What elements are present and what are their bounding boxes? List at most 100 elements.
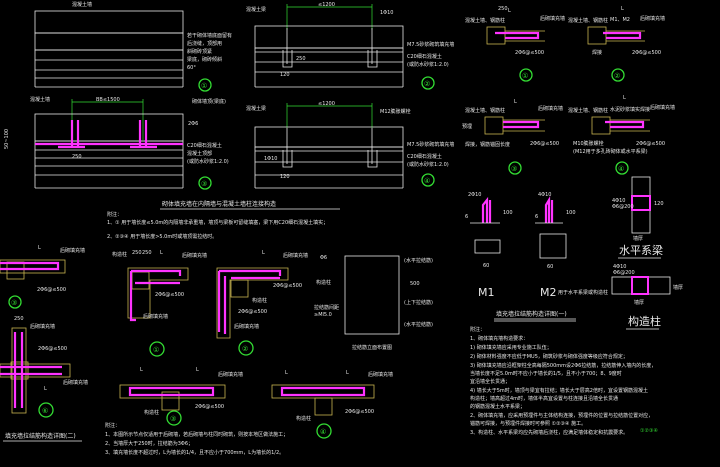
beam-label: 混凝土梁 [246,105,266,112]
dimension-label: 墙厚 [634,299,644,306]
dimension-label: 250 [142,250,152,256]
detail-number-circle [611,68,625,82]
column-label: 构造柱 [316,279,331,286]
plate-plan [474,239,501,254]
note-line: ≥Ml5.0 [314,312,332,318]
detail-number-circle [238,340,254,356]
rebar-label: 2Φ6@≤500 [530,141,559,147]
detail-number: ⑥ [42,407,48,415]
tie-bars [603,31,642,40]
wall-outline [0,363,71,378]
detail-number: ④ [320,428,326,436]
note-line: 60° [187,65,196,71]
wall-label: 后砌填充墙 [368,371,393,378]
dimension-label: 100 [566,210,576,216]
dimension-label: L [623,95,626,101]
tie-bars [217,269,282,334]
plate-label: M1、M2 [610,17,630,23]
note-line: 3、构造柱、水平系梁均应先砌墙后浇柱，应满足墙体稳定和抗震要求。 [470,429,628,436]
dimension-label: 60 [547,264,553,270]
tie-bars [503,120,540,129]
rebar-label: 2Φ6@≤500 [37,287,66,293]
tie-bars [129,269,182,322]
dimension-label: 250 [296,56,306,62]
right-detail-4: L 混凝土墙、钢筋柱 水泥砂浆填实焊接 后砌填充墙 M10膨胀螺栓 (M12用于… [568,95,675,175]
dimension-label: L [514,99,517,105]
note-line: 1) 砌体填充墙应采用专业施工队伍； [470,344,552,351]
column-label: 混凝土墙、钢筋柱 [568,107,608,114]
note-line: 1、① 用于墙长度≤5.0m的内隔墙非承重墙，墙顶与梁板可留缝填塞，梁下用C20… [107,219,328,226]
detail-number: ③ [511,165,517,173]
note-line: (水平拉结筋) [404,321,433,328]
stirrup-label: Φ6@200 [613,270,635,276]
wall-label: 后砌填充墙 [650,104,675,111]
right-detail-2: L 混凝土墙、钢筋柱 M1、M2 后砌填充墙 焊接 2Φ6@≤500 ② [568,6,665,82]
mid-detail-4: L L 后砌填充墙 构造柱 2Φ6@≤500 ④ [271,370,393,439]
column-label: 混凝土墙、钢筋柱 [568,17,608,24]
dimension-label: L [621,6,624,12]
leader-label: 混凝土墙 [72,1,92,8]
detail-number-circle [421,173,435,187]
detail-number: ③ [201,180,207,188]
dimension-label: L [196,367,199,373]
dimension-label: 500 [410,281,420,287]
note-label: (M12用于多孔砖砌体或水平系梁) [573,148,648,155]
note-line: 的钢筋混凝土水平系梁； [470,403,525,410]
note-line: (或防水砂浆1:2.0) [407,161,449,168]
dimension-label: L [262,250,265,256]
wall-outline [505,30,545,42]
wall-label: 后砌填充墙 [63,379,88,386]
detail-number: ② [242,345,248,353]
detail-number: ① [153,346,159,354]
note-line: (水平拉结筋) [404,257,433,264]
concrete-column [484,116,504,135]
caption: 拉结筋立面布置图 [352,344,392,351]
plate-label: 6 [465,214,468,220]
tie-bars [605,120,645,129]
detail-number: ② [424,80,430,88]
concrete-column [486,26,506,45]
constructional-column: 4Φ10 Φ6@200 墙厚 墙厚 构造柱 [611,264,683,330]
section-title: 填充墙拉结筋构造详图(二) [5,432,76,440]
m2-label: M2 [540,286,557,299]
plate-plan [539,233,567,259]
right-detail-1: 250 L 混凝土墙、钢筋柱 后砌填充墙 2Φ6@≤500 ① [465,6,565,82]
rebar-label: 2Φ6@≤500 [38,346,67,352]
stirrup-label: Φ6@200 [612,204,634,210]
detail-top-4: ≤1200 M12膨胀螺栓 混凝土梁 1Φ10 120 M7.5砂浆砌筑填充墙 … [246,101,454,189]
note-line: C20细石混凝土 [407,153,442,160]
column-label: 构造柱 [144,409,159,416]
anchor-bars [544,196,554,223]
notes-heading: 附注： [107,211,122,218]
note-line: 锚筋可焊接，与预埋件焊接时可参照 ①②③④ 施工。 [470,420,586,427]
detail-number-circle [8,295,22,309]
concrete-beam [254,25,404,49]
rebar-label: 4Φ10 [538,192,551,198]
wall-outline [119,384,226,399]
brick-elevation: Φ6 构造柱 拉结筋间距 ≥Ml5.0 (水平拉结筋) (上下拉结筋) (水平拉… [314,255,433,351]
dimension-label: ≤1200 [318,2,335,8]
detail-number-circle [198,78,212,92]
dimension-label: 60 [483,263,489,269]
note-line: 拉结筋间距 [314,304,339,311]
wall-label: 后砌填充墙 [640,15,665,22]
bolt-label: M12膨胀螺栓 [380,108,411,115]
section-title: 砌体填充墙在内隔墙与混凝土墙柱连接构造 [162,200,276,208]
note-line: (或防水砂浆1:2.0) [407,61,449,68]
dimension-line [71,99,144,140]
rebar-label: 4Φ10 [612,198,625,204]
rebar-label: 2Φ6@≤500 [345,409,374,415]
wall-outline [503,119,545,132]
wall-courses [34,140,184,189]
note-line: (或防水砂浆1:2.0) [187,158,229,165]
dimension-label: 50~100 [4,129,10,149]
anchor-bars [282,28,378,68]
note-line: 3、填充墙长度不超过时，L为墙长的1/4，且不应小于700mm，L为墙长的1/2… [105,449,284,456]
note-line: 构造柱；墙高超过4m时，墙体半高宜设置与柱连接且沿墙全长贯通 [470,395,618,402]
wall-label: 后砌填充墙 [234,323,259,330]
mid-detail-3: L L 后砌填充墙 构造柱 2Φ6@≤500 ③ [119,367,243,426]
dimension-label: BB≤1500 [96,97,120,103]
wall-outline [0,259,66,274]
wall-outline [610,119,650,132]
